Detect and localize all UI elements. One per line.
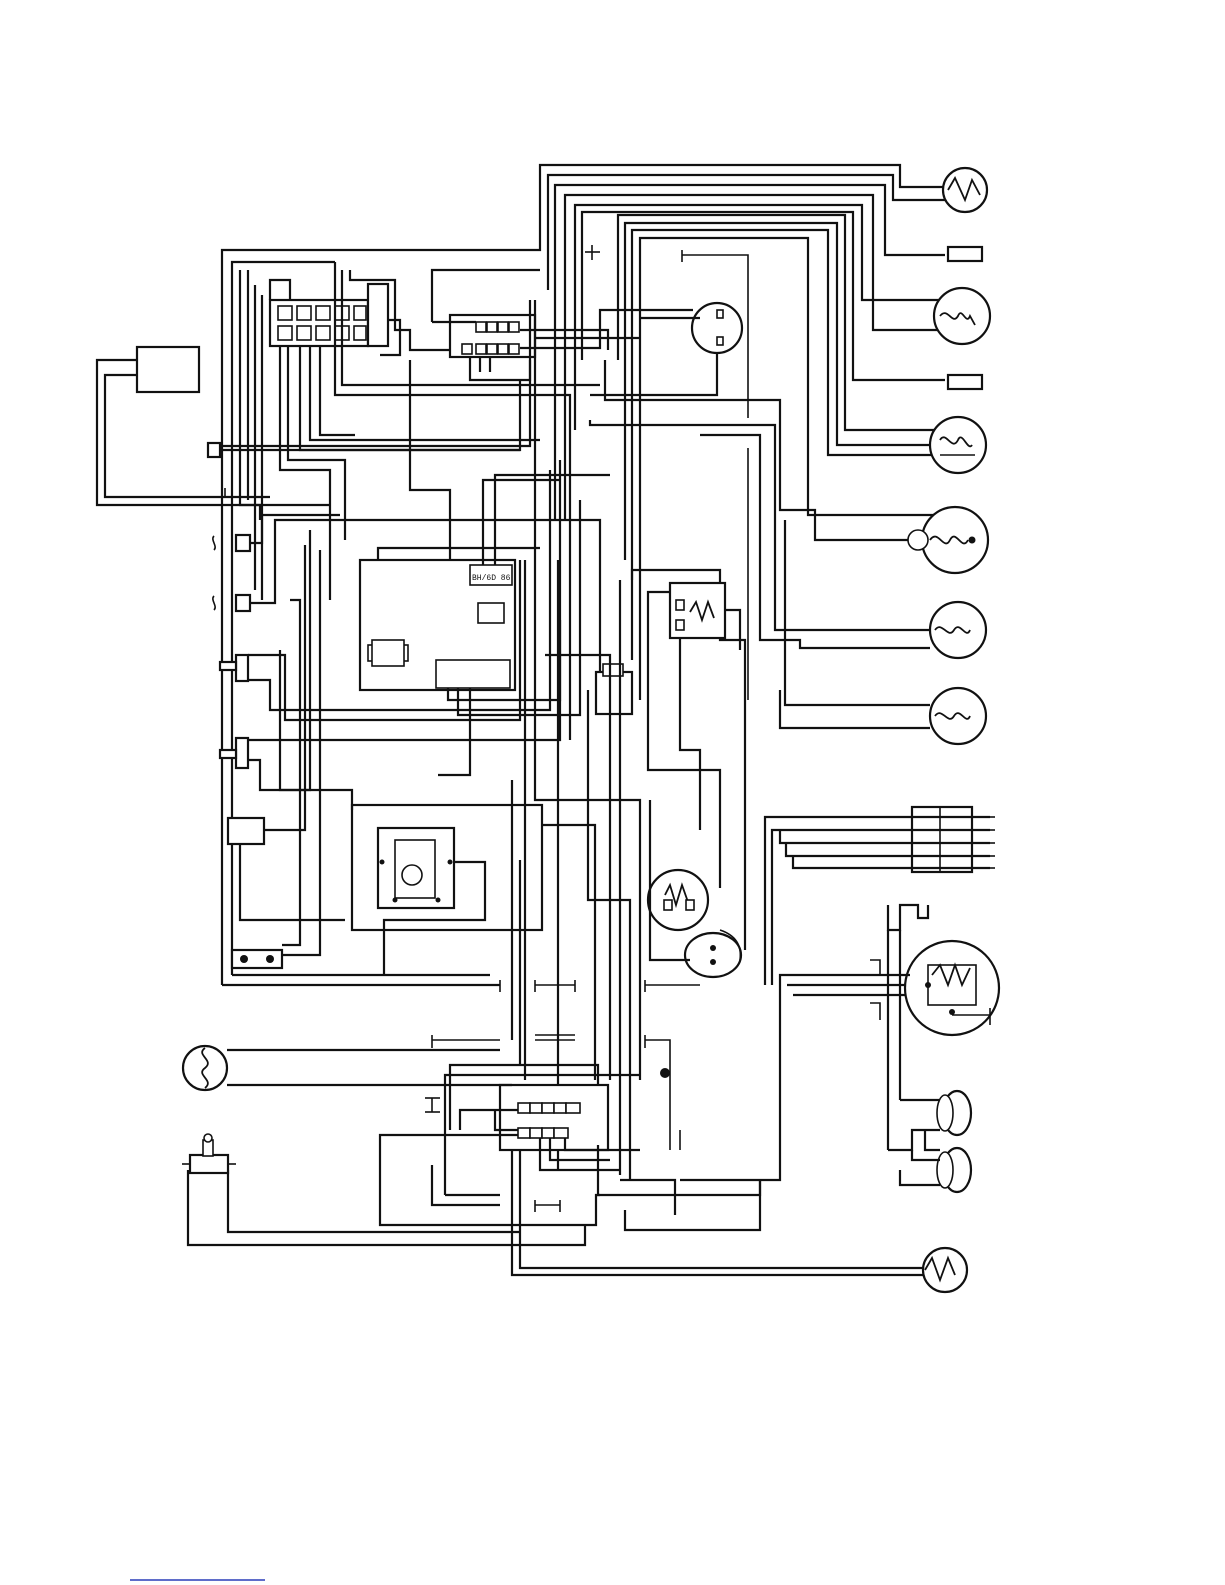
horn-upper [888, 1091, 971, 1150]
fuse-block [270, 284, 388, 346]
lamp-4-socket [908, 507, 988, 573]
connector-plug-2 [948, 375, 982, 389]
horn-lower [900, 1130, 971, 1192]
control-module: BH/6D 86 [360, 360, 610, 775]
lamp-2 [934, 288, 990, 344]
lower-loops [188, 1150, 945, 1275]
lamp-1 [943, 168, 987, 212]
battery-box [97, 347, 330, 505]
lamp-6 [930, 688, 986, 744]
lamp-5 [930, 602, 986, 658]
socket-top-center [590, 303, 742, 395]
lamp-3 [930, 417, 986, 473]
connector-plug-1 [948, 247, 982, 261]
relay-block-right [648, 583, 740, 888]
toggle-switch-lower [182, 1134, 236, 1173]
relay-board-marking: BH/6D 86 [472, 574, 511, 583]
lamp-left-lower [183, 1046, 512, 1090]
lamp-bottom [923, 1248, 967, 1292]
flasher-motor [648, 800, 741, 977]
connector-top-center [432, 270, 693, 380]
upper-wire-runs [548, 175, 945, 728]
